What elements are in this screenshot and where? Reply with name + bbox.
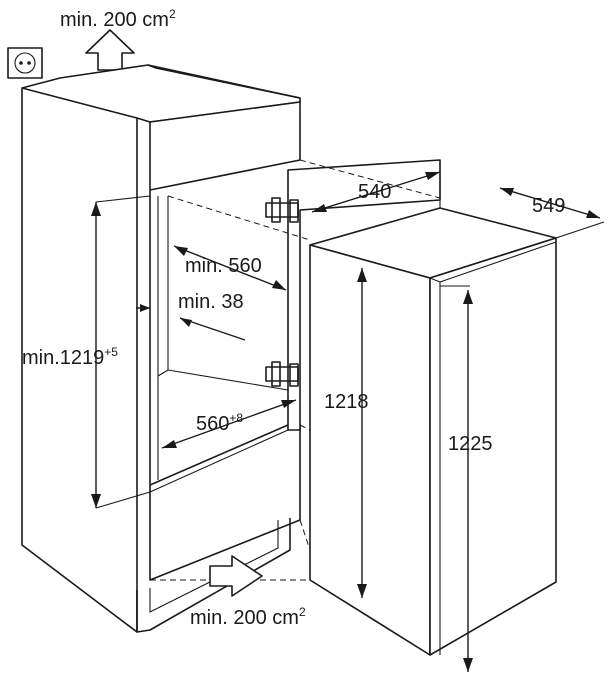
niche-width-label: 560+8: [196, 411, 243, 435]
dimension-door-height: [440, 285, 473, 672]
dimension-niche-depth: [173, 245, 287, 291]
dimension-niche-height: [91, 195, 151, 509]
appliance-width-label: 540: [358, 181, 391, 203]
dimension-niche-width: [161, 399, 297, 449]
dimension-appliance-height: [357, 268, 367, 598]
door-gap-label: min. 38: [178, 291, 244, 313]
niche-depth-label: min. 560: [185, 255, 262, 277]
cabinet-niche: [21, 64, 441, 633]
appliance-height-label: 1218: [324, 391, 369, 413]
dimension-appliance-depth: [499, 187, 605, 239]
dimension-appliance-width: [311, 160, 441, 213]
airflow-up-arrow-icon: [85, 29, 135, 71]
appliance-body: [309, 207, 557, 656]
door-height-label: 1225: [448, 433, 493, 455]
airflow-in-arrow-icon: [209, 555, 263, 597]
dimension-door-gap: [136, 304, 246, 341]
hinge-lower: [265, 361, 299, 387]
hinge-upper: [265, 197, 299, 223]
niche-height-label: min.1219+5: [22, 345, 118, 369]
appliance-depth-label: 549: [532, 195, 565, 217]
top-vent-label: min. 200 cm2: [60, 7, 176, 31]
bottom-vent-label: min. 200 cm2: [190, 605, 306, 629]
power-socket-icon: [7, 47, 43, 79]
